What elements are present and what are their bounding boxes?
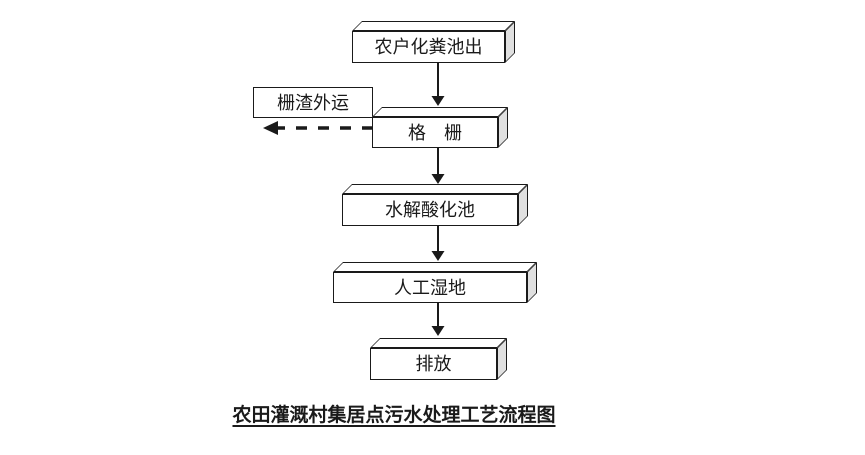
arrow-screen-to-hydrolysis xyxy=(431,148,445,184)
box-front-face: 农户化粪池出 xyxy=(352,31,505,63)
diagram-title: 农田灌溉村集居点污水处理工艺流程图 xyxy=(232,405,556,426)
box-top-face xyxy=(372,107,508,117)
box-front-face: 水解酸化池 xyxy=(342,194,518,226)
node-label: 栅渣外运 xyxy=(277,92,349,113)
arrow-hydrolysis-to-wetland xyxy=(431,226,445,261)
box-front-face: 排放 xyxy=(370,348,497,380)
box-top-face xyxy=(370,338,507,348)
node-discharge: 排放 xyxy=(370,338,507,380)
node-screen-residue-transport: 栅渣外运 xyxy=(253,87,373,118)
node-label: 格 栅 xyxy=(408,122,462,143)
node-constructed-wetland: 人工湿地 xyxy=(333,262,537,303)
box-top-face xyxy=(333,262,537,272)
node-label: 人工湿地 xyxy=(394,277,466,298)
node-bar-screen: 格 栅 xyxy=(372,107,508,148)
node-label: 水解酸化池 xyxy=(385,200,475,220)
node-septic-tank-output: 农户化粪池出 xyxy=(352,21,515,63)
node-label: 排放 xyxy=(415,354,452,374)
box-front-face: 人工湿地 xyxy=(333,272,527,303)
node-label: 农户化粪池出 xyxy=(374,37,483,57)
node-hydrolysis-acidification-tank: 水解酸化池 xyxy=(342,184,528,226)
arrow-septic-to-screen xyxy=(431,63,445,106)
dashed-arrow-residue-out xyxy=(263,121,373,135)
box-top-face xyxy=(342,184,528,194)
box-top-face xyxy=(352,21,515,31)
box-front-face: 格 栅 xyxy=(372,117,498,148)
arrow-wetland-to-discharge xyxy=(431,303,445,336)
